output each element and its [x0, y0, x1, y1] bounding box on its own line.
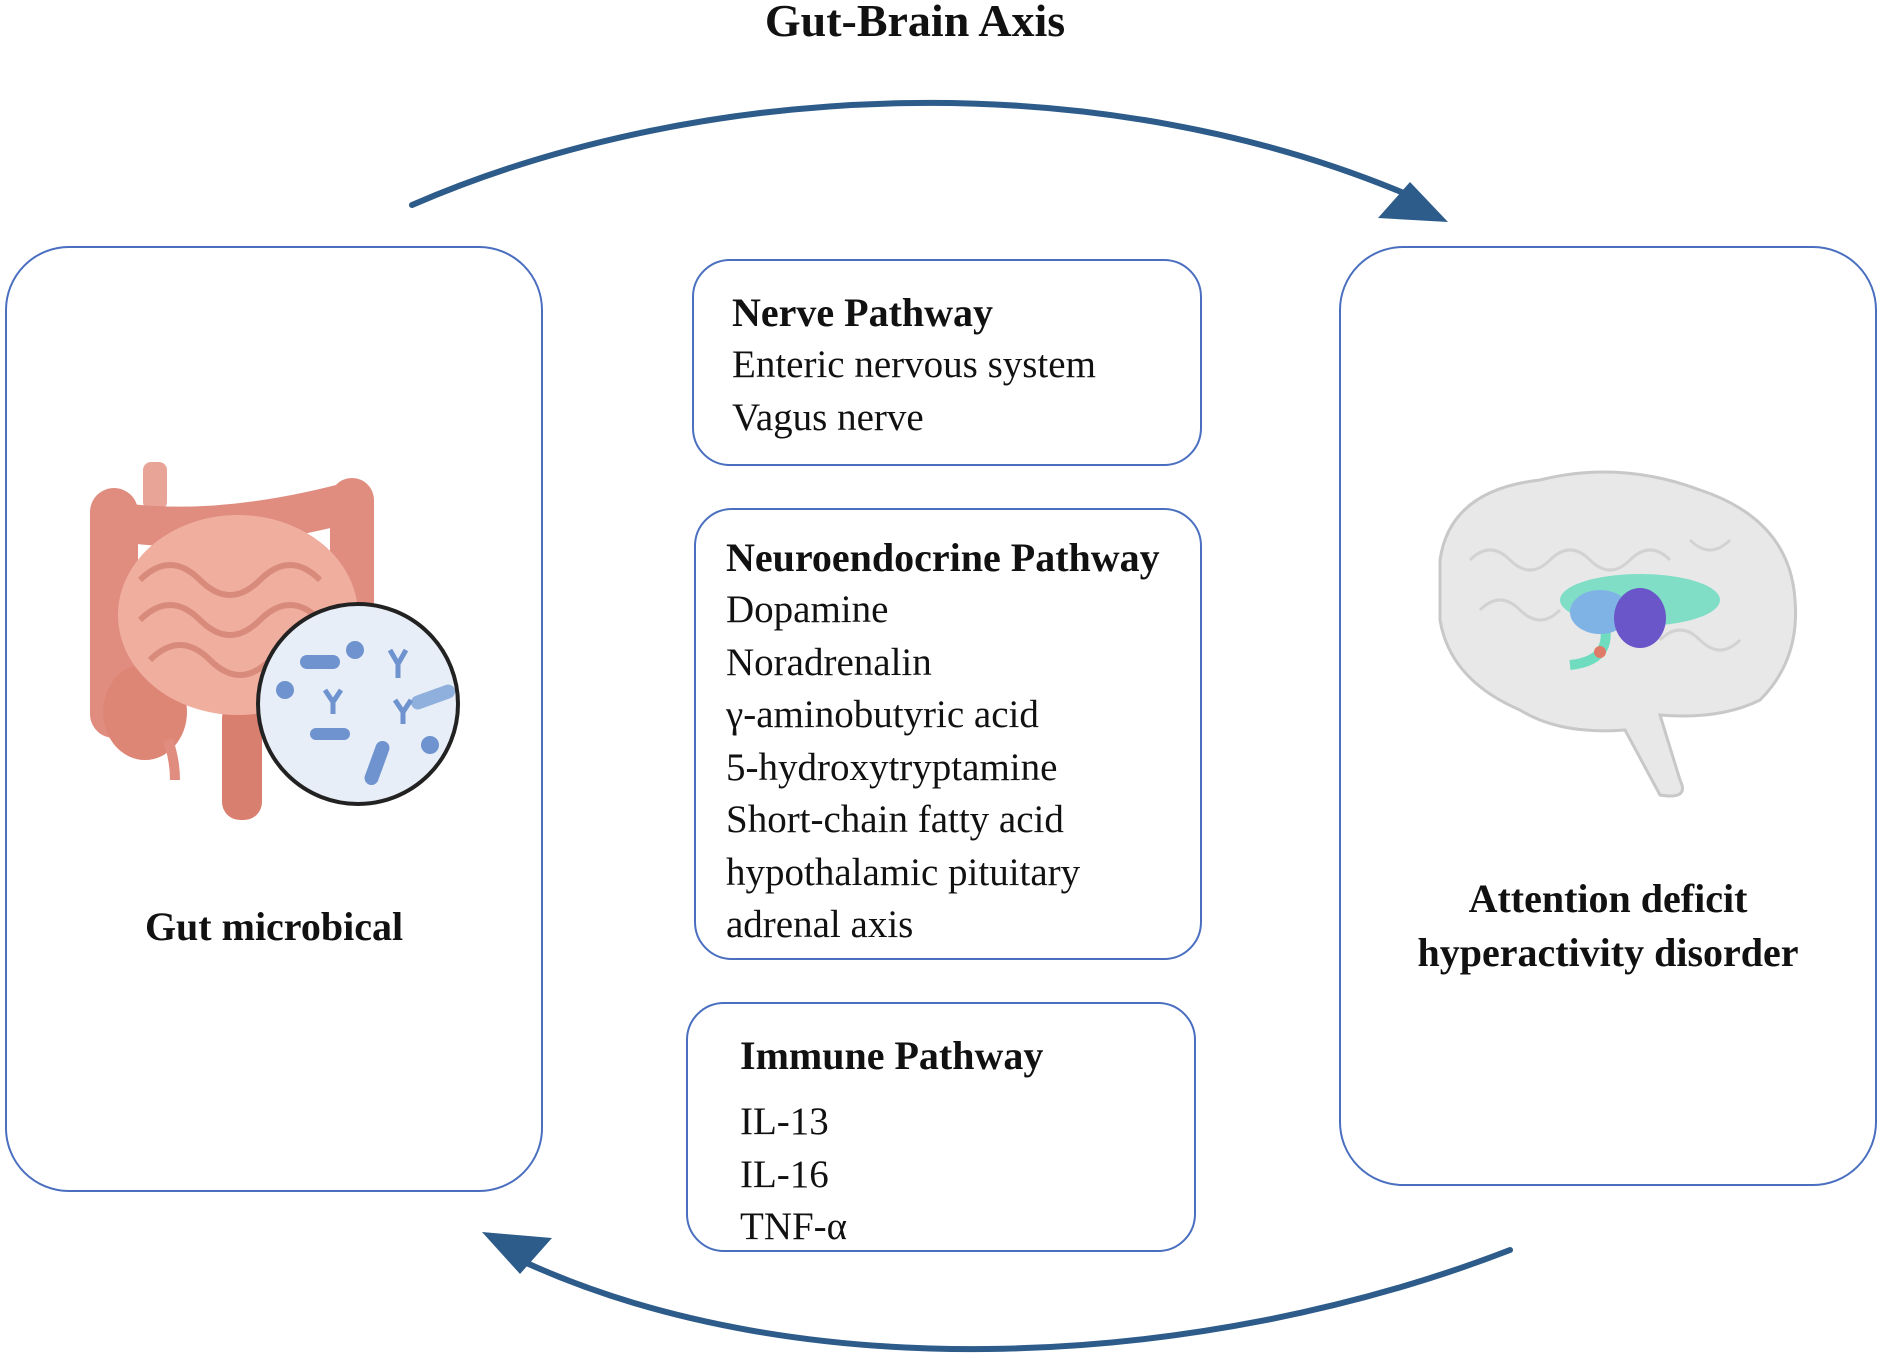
immune-pathway-item: IL-16	[740, 1152, 829, 1196]
neuroendocrine-pathway-box: Neuroendocrine Pathway Dopamine Noradren…	[694, 508, 1202, 960]
nerve-pathway-item: Enteric nervous system	[732, 343, 1096, 386]
nerve-pathway-heading: Nerve Pathway	[732, 290, 994, 335]
adhd-label-line: hyperactivity disorder	[1417, 930, 1799, 975]
immune-pathway-item: TNF-α	[740, 1205, 848, 1248]
nerve-pathway-box: Nerve Pathway Enteric nervous system Vag…	[692, 259, 1202, 466]
immune-pathway-item: IL-13	[740, 1100, 829, 1143]
neuroendocrine-pathway-heading: Neuroendocrine Pathway	[726, 535, 1160, 580]
neuroendocrine-pathway-item: adrenal axis	[726, 903, 914, 946]
neuroendocrine-pathway-item: Dopamine	[726, 588, 889, 631]
bottom-arrow-head	[482, 1232, 552, 1274]
bottom-arrow-curve	[517, 1247, 1513, 1353]
adhd-label-line: Attention deficit	[1468, 876, 1748, 921]
adhd-label: Attention deficit hyperactivity disorder	[1339, 872, 1877, 980]
neuroendocrine-pathway-item: 5-hydroxytryptamine	[726, 745, 1058, 789]
gut-microbiota-label: Gut microbical	[144, 904, 404, 949]
top-arrow-head	[1378, 182, 1448, 222]
top-arrow-curve	[409, 99, 1423, 208]
neuroendocrine-pathway-item: γ-aminobutyric acid	[726, 693, 1039, 736]
neuroendocrine-pathway-item: Short-chain fatty acid	[726, 798, 1064, 841]
diagram-title: Gut-Brain Axis	[764, 0, 1066, 46]
neuroendocrine-pathway-item: hypothalamic pituitary	[726, 850, 1081, 894]
immune-pathway-box: Immune Pathway IL-13 IL-16 TNF-α	[686, 1002, 1196, 1252]
immune-pathway-heading: Immune Pathway	[740, 1033, 1044, 1078]
nerve-pathway-item: Vagus nerve	[732, 395, 924, 439]
neuroendocrine-pathway-item: Noradrenalin	[726, 640, 932, 684]
